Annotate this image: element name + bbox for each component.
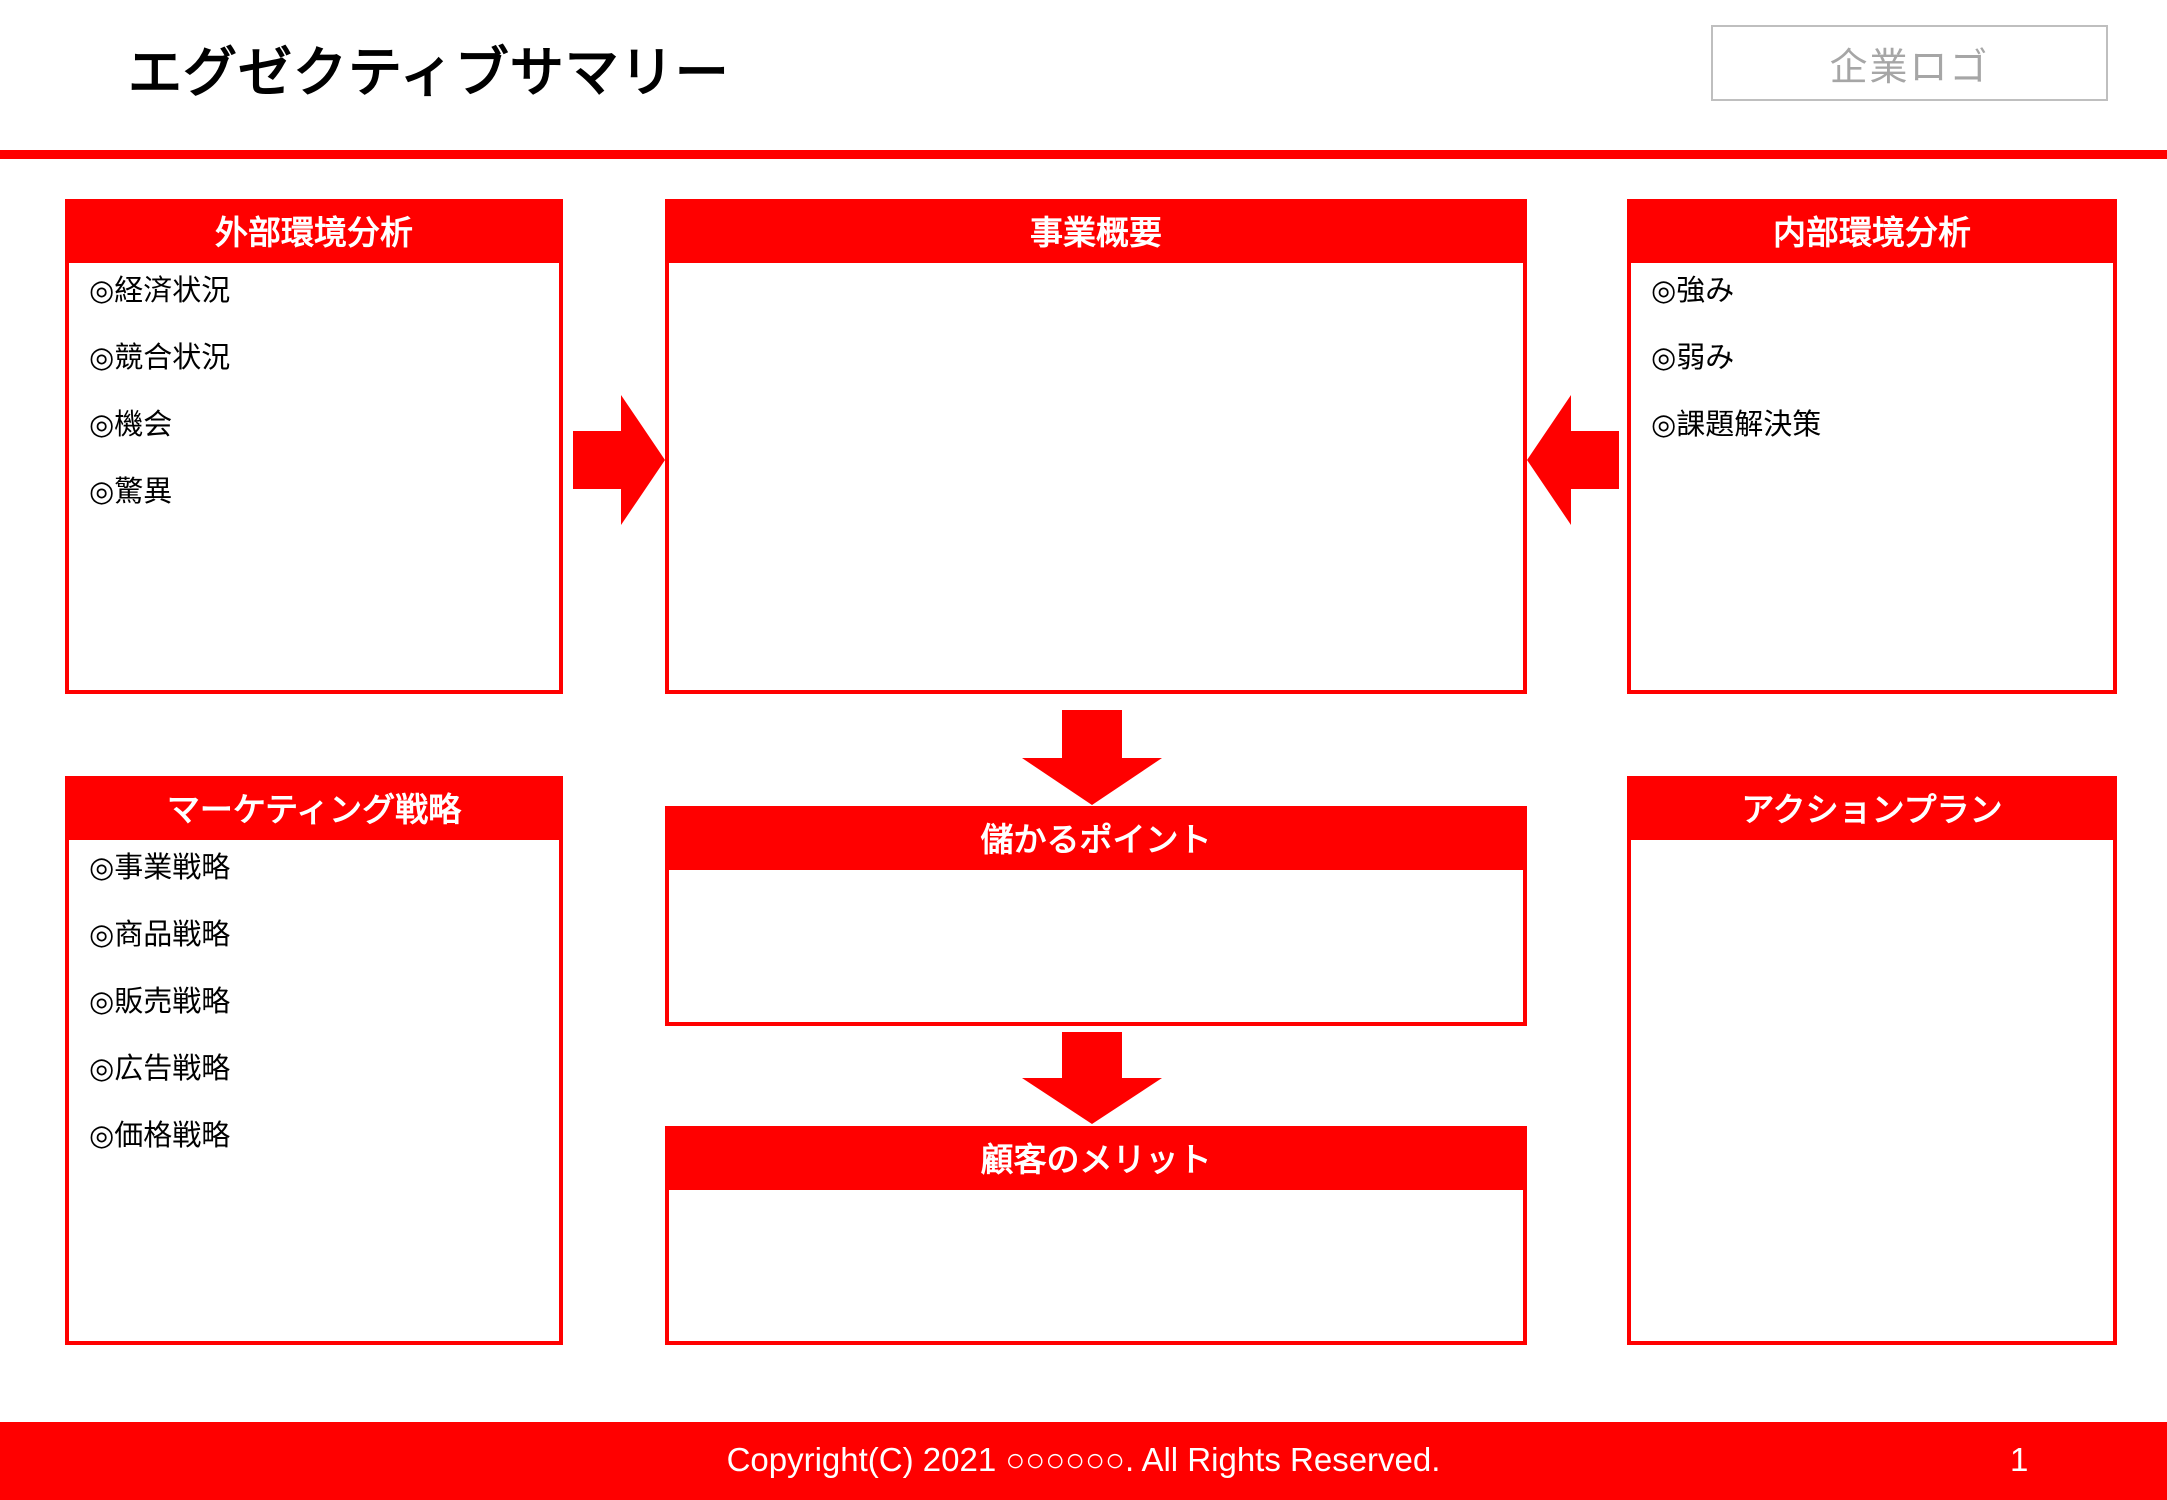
footer-page-number: 1 xyxy=(2010,1441,2029,1478)
list-item: ◎機会 xyxy=(89,409,173,441)
list-item: ◎経済状況 xyxy=(89,275,231,307)
panel-customer-benefit-body[interactable] xyxy=(669,1190,1523,1340)
panel-business-overview-title: 事業概要 xyxy=(669,203,1523,263)
list-item: ◎商品戦略 xyxy=(89,919,231,951)
arrow-left-icon xyxy=(1527,395,1619,525)
panel-external-analysis-title: 外部環境分析 xyxy=(69,203,559,263)
page-title: エグゼクティブサマリー xyxy=(128,43,730,103)
panel-internal-analysis: 内部環境分析 ◎強み ◎弱み ◎課題解決策 xyxy=(1627,199,2117,694)
panel-profit-points: 儲かるポイント xyxy=(665,806,1527,1026)
panel-profit-points-body[interactable] xyxy=(669,870,1523,1020)
list-item: ◎価格戦略 xyxy=(89,1120,231,1152)
panel-marketing-strategy-title: マーケティング戦略 xyxy=(69,780,559,840)
panel-marketing-strategy-body: ◎事業戦略 ◎商品戦略 ◎販売戦略 ◎広告戦略 ◎価格戦略 xyxy=(69,840,559,1334)
arrow-right-icon xyxy=(573,395,665,525)
list-item: ◎強み xyxy=(1651,275,1735,307)
arrow-down-icon xyxy=(1022,1032,1162,1124)
list-item: ◎広告戦略 xyxy=(89,1053,231,1085)
panel-profit-points-title: 儲かるポイント xyxy=(669,810,1523,870)
panel-external-analysis: 外部環境分析 ◎経済状況 ◎競合状況 ◎機会 ◎驚異 xyxy=(65,199,563,694)
panel-marketing-strategy: マーケティング戦略 ◎事業戦略 ◎商品戦略 ◎販売戦略 ◎広告戦略 ◎価格戦略 xyxy=(65,776,563,1345)
footer-copyright: Copyright(C) 2021 ○○○○○○. All Rights Res… xyxy=(726,1441,1441,1478)
panel-customer-benefit-title: 顧客のメリット xyxy=(669,1130,1523,1190)
arrow-down-icon xyxy=(1022,710,1162,805)
footer-bar xyxy=(0,1422,2167,1500)
list-item: ◎事業戦略 xyxy=(89,852,231,884)
list-item: ◎驚異 xyxy=(89,476,173,508)
list-item: ◎課題解決策 xyxy=(1651,409,1822,441)
panel-customer-benefit: 顧客のメリット xyxy=(665,1126,1527,1345)
panel-action-plan-body[interactable] xyxy=(1631,840,2113,1335)
company-logo-placeholder: 企業ロゴ xyxy=(1711,25,2108,101)
header-divider-rule xyxy=(0,150,2167,159)
company-logo-label: 企業ロゴ xyxy=(1829,46,1990,89)
list-item: ◎弱み xyxy=(1651,342,1735,374)
panel-external-analysis-body: ◎経済状況 ◎競合状況 ◎機会 ◎驚異 xyxy=(69,263,559,683)
panel-action-plan: アクションプラン xyxy=(1627,776,2117,1345)
list-item: ◎販売戦略 xyxy=(89,986,231,1018)
panel-business-overview-body[interactable] xyxy=(669,263,1523,683)
panel-internal-analysis-body: ◎強み ◎弱み ◎課題解決策 xyxy=(1631,263,2113,683)
list-item: ◎競合状況 xyxy=(89,342,231,374)
panel-action-plan-title: アクションプラン xyxy=(1631,780,2113,840)
panel-internal-analysis-title: 内部環境分析 xyxy=(1631,203,2113,263)
panel-business-overview: 事業概要 xyxy=(665,199,1527,694)
